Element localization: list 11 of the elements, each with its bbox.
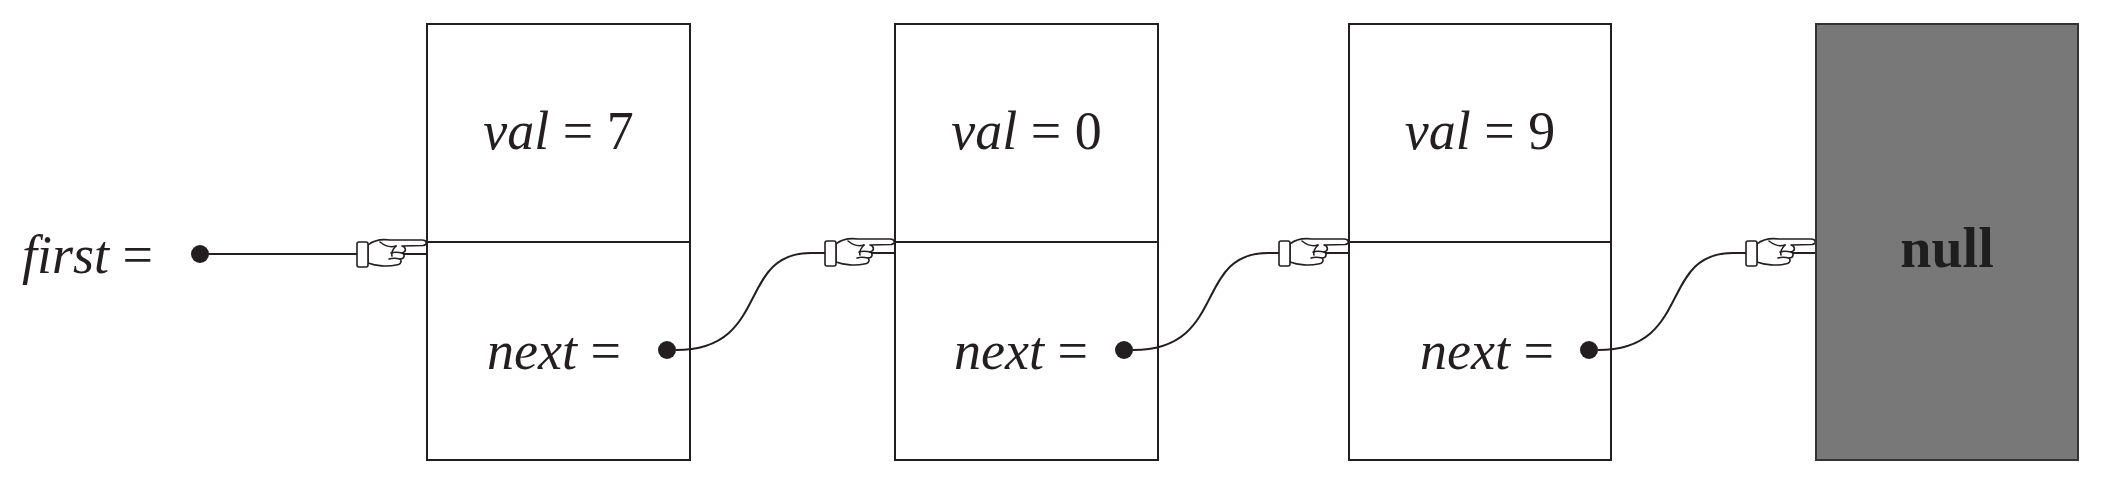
field-label: val = 9 [1404, 104, 1556, 158]
list-node-box [894, 23, 1159, 461]
null-box [1815, 23, 2079, 461]
field-label: next = [487, 324, 621, 378]
null-label: null [1900, 220, 1994, 276]
field-label: next = [954, 324, 1088, 378]
list-node-box [1348, 23, 1612, 461]
field-label: val = 7 [483, 104, 634, 158]
field-label: next = [1420, 324, 1554, 378]
list-node-box [426, 23, 691, 461]
field-label: val = 0 [951, 104, 1102, 158]
